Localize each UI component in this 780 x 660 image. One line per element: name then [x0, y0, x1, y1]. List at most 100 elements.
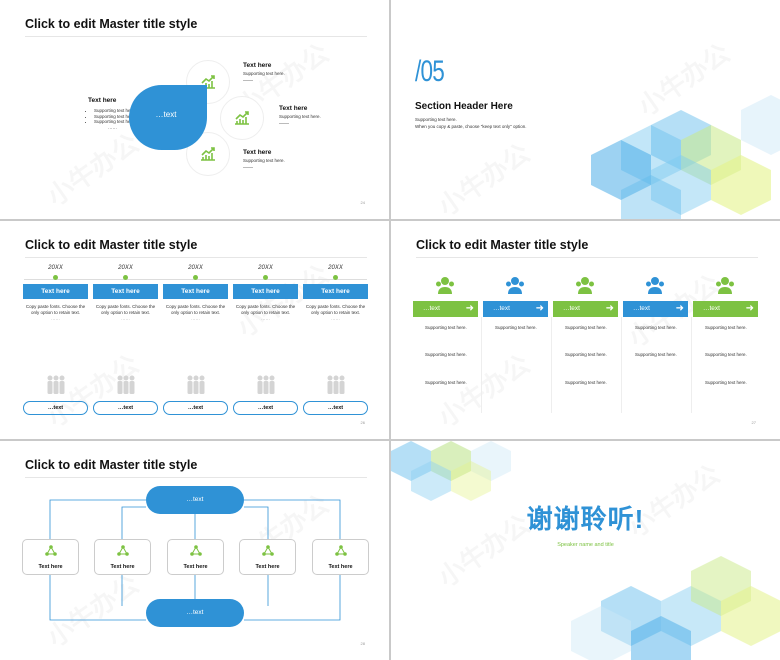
- page-number: 28: [360, 641, 365, 646]
- page-number: 24: [360, 200, 365, 205]
- hexagon-pattern-graphic: [571, 556, 780, 660]
- divider: [279, 123, 289, 124]
- column-more: ……: [331, 316, 340, 321]
- page-number: 26: [360, 420, 365, 425]
- flow-box: Text here: [94, 539, 151, 575]
- column-divider: [621, 317, 622, 413]
- people-group-icon: [187, 375, 205, 394]
- growth-chart-icon: [201, 147, 215, 161]
- support-text: Supporting text here.: [705, 352, 747, 357]
- item-heading: Text here: [243, 62, 272, 69]
- arrow-right-icon: ➜: [675, 303, 684, 314]
- title-divider: [25, 477, 367, 478]
- slide-thumbnail-2[interactable]: 小牛办公 小牛办公 /05 Section Header Here Suppor…: [391, 0, 780, 219]
- box-label: Text here: [183, 564, 208, 570]
- timeline-dot: [193, 275, 198, 280]
- network-icon: [44, 545, 57, 556]
- speaker-name: Speaker name and title: [557, 542, 614, 548]
- slide-thumbnail-4[interactable]: 小牛办公 小牛办公 Click to edit Master title sty…: [391, 221, 780, 439]
- divider: [243, 167, 253, 168]
- column-divider: [481, 317, 482, 413]
- support-text: Supporting text here.: [565, 325, 607, 330]
- step-label: …text: [493, 305, 510, 312]
- bullet-list: Supporting text here. Supporting text he…: [88, 108, 136, 125]
- slide-thumbnail-1[interactable]: 小牛办公 小牛办公 Click to edit Master title sty…: [0, 0, 389, 219]
- support-text: Supporting text here.: [705, 380, 747, 385]
- step-header: …text➜: [693, 301, 758, 317]
- column-desc: Copy paste fonts. Choose the only option…: [235, 304, 296, 315]
- step-column: …text➜: [693, 301, 758, 317]
- people-group-icon: [327, 375, 345, 394]
- timeline-column: 20XX Text here Copy paste fonts. Choose …: [233, 265, 298, 322]
- person-group-icon: [716, 277, 734, 294]
- column-desc: Copy paste fonts. Choose the only option…: [25, 304, 86, 315]
- hexagon-pattern-graphic: [591, 95, 780, 219]
- watermark: 小牛办公: [39, 124, 145, 214]
- column-header: Text here: [163, 284, 228, 299]
- box-label: Text here: [110, 564, 135, 570]
- support-text: Supporting text here.: [495, 325, 537, 330]
- item-sub: Supporting text here.: [243, 71, 285, 76]
- support-text: Supporting text here.: [565, 352, 607, 357]
- watermark: 小牛办公: [430, 134, 536, 219]
- text-pill: …text: [233, 401, 298, 415]
- page-number: 27: [751, 420, 756, 425]
- left-text-block: Text here Supporting text here. Supporti…: [88, 97, 136, 131]
- column-desc: Copy paste fonts. Choose the only option…: [165, 304, 226, 315]
- person-group-icon: [436, 277, 454, 294]
- divider: [243, 80, 253, 81]
- column-header: Text here: [303, 284, 368, 299]
- network-icon: [334, 545, 347, 556]
- slide-thumbnail-5[interactable]: 小牛办公 小牛办公 Click to edit Master title sty…: [0, 441, 389, 660]
- year-label: 20XX: [328, 265, 343, 271]
- support-text: Supporting text here.: [705, 325, 747, 330]
- step-column: …text ➜: [483, 301, 548, 317]
- slide-title: Click to edit Master title style: [416, 238, 589, 252]
- flow-box: Text here: [22, 539, 79, 575]
- support-text: Supporting text here.: [635, 325, 677, 330]
- timeline-column: 20XX Text here Copy paste fonts. Choose …: [93, 265, 158, 322]
- column-desc: Copy paste fonts. Choose the only option…: [305, 304, 366, 315]
- slide-thumbnail-6[interactable]: 小牛办公 小牛办公 谢谢聆听! Speaker name and title: [391, 441, 780, 660]
- icon-circle: [220, 96, 264, 140]
- people-group-icon: [257, 375, 275, 394]
- column-desc: Copy paste fonts. Choose the only option…: [95, 304, 156, 315]
- network-icon: [116, 545, 129, 556]
- timeline-column: 20XX Text here Copy paste fonts. Choose …: [163, 265, 228, 322]
- flow-box: Text here: [239, 539, 296, 575]
- arrow-right-icon: ➜: [535, 303, 544, 314]
- person-group-icon: [506, 277, 524, 294]
- thank-you-heading: 谢谢聆听!: [526, 504, 645, 534]
- timeline-dot: [263, 275, 268, 280]
- text-pill: …text: [163, 401, 228, 415]
- arrow-right-icon: ➜: [465, 303, 474, 314]
- section-heading: Section Header Here: [415, 101, 513, 112]
- hexagon-pattern-graphic: [391, 441, 511, 501]
- title-divider: [416, 257, 758, 258]
- bullet-item: Supporting text here.: [94, 114, 136, 120]
- slide-title: Click to edit Master title style: [25, 17, 198, 31]
- column-divider: [691, 317, 692, 413]
- timeline-dot: [333, 275, 338, 280]
- section-line-1: Supporting text here.: [415, 117, 457, 122]
- column-divider: [551, 317, 552, 413]
- step-column: …text➜: [553, 301, 618, 317]
- connector-lines: [49, 499, 341, 621]
- step-header: …text➜: [553, 301, 618, 317]
- box-label: Text here: [328, 564, 353, 570]
- title-divider: [25, 257, 367, 258]
- network-icon: [261, 545, 274, 556]
- item-heading: Text here: [243, 149, 272, 156]
- slide-thumbnail-3[interactable]: 小牛办公 小牛办公 Click to edit Master title sty…: [0, 221, 389, 439]
- column-more: ……: [51, 316, 60, 321]
- left-heading: Text here: [88, 97, 117, 104]
- step-label: …text: [633, 305, 650, 312]
- bullet-item: Supporting text here.: [94, 108, 136, 114]
- column-more: ……: [191, 316, 200, 321]
- step-header: …text➜: [413, 301, 478, 317]
- year-label: 20XX: [258, 265, 273, 271]
- step-header: …text ➜: [483, 301, 548, 317]
- item-block: Text here Supporting text here.: [243, 62, 285, 81]
- timeline-dot: [123, 275, 128, 280]
- growth-chart-icon: [235, 111, 249, 125]
